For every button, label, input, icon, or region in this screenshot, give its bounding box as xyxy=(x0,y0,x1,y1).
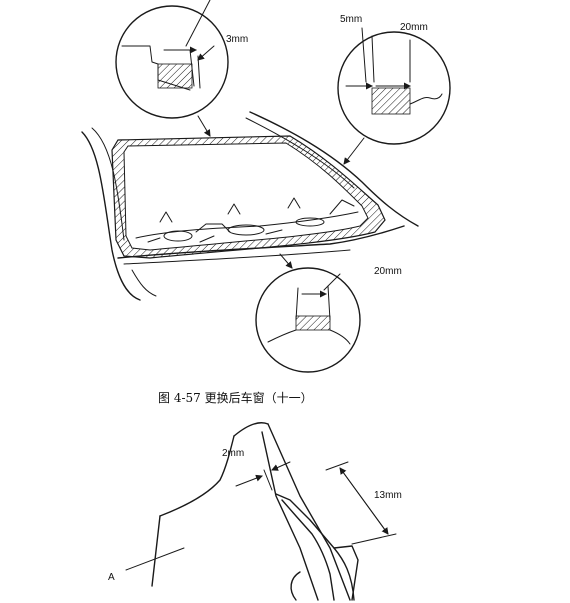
detail-circle-bottom: 20mm xyxy=(255,253,402,373)
dimension-label-3mm: 3mm xyxy=(226,34,248,45)
seal-cross-section xyxy=(125,422,397,601)
rear-window-assembly xyxy=(81,111,419,301)
detail-circle-top-right: 5mm 20mm xyxy=(337,14,451,165)
dimension-label-20mm-right: 20mm xyxy=(400,22,428,33)
dimension-label-20mm-bottom: 20mm xyxy=(374,266,402,277)
parcel-shelf-parts xyxy=(135,197,359,243)
dimension-label-13mm: 13mm xyxy=(374,490,402,501)
detail-circle-top-left: 3mm xyxy=(115,0,248,137)
figure-caption: 图 4-57 更换后车窗（十一） xyxy=(158,390,313,405)
label-a: A xyxy=(108,572,115,583)
window-opening xyxy=(123,142,369,251)
dimension-label-2mm: 2mm xyxy=(222,448,244,459)
dimension-label-5mm: 5mm xyxy=(340,14,362,25)
